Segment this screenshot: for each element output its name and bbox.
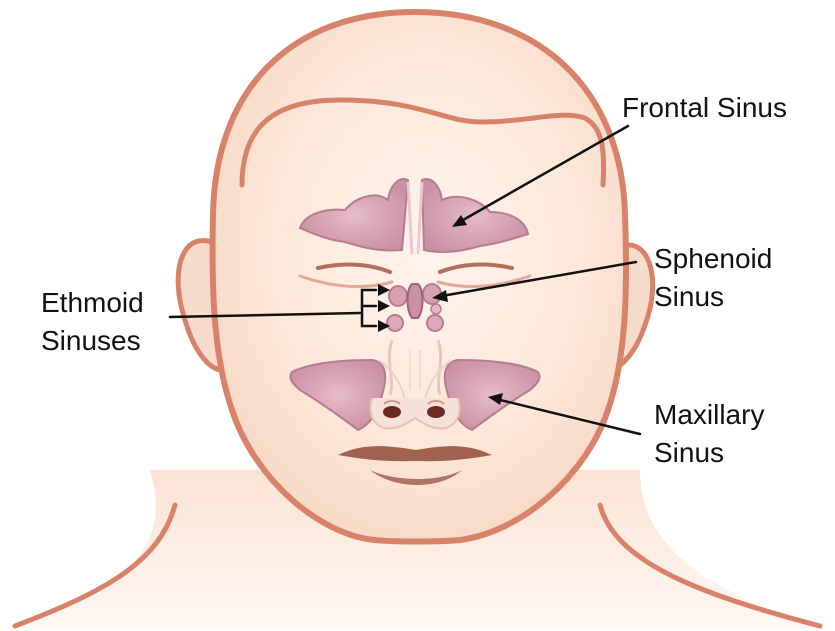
maxillary-sinus-label-line2: Sinus — [654, 437, 724, 468]
ethmoid-sinuses-label-line2: Sinuses — [41, 325, 141, 356]
sphenoid-sinus — [408, 284, 423, 318]
frontal-sinus-label: Frontal Sinus — [622, 92, 787, 123]
ethmoid-sinuses-label-line1: Ethmoid — [41, 287, 144, 318]
sphenoid-sinus-label-line1: Sphenoid — [654, 243, 772, 274]
maxillary-sinus-label-line1: Maxillary — [654, 399, 764, 430]
head-outline — [213, 12, 626, 542]
sphenoid-sinus-label-line2: Sinus — [654, 281, 724, 312]
